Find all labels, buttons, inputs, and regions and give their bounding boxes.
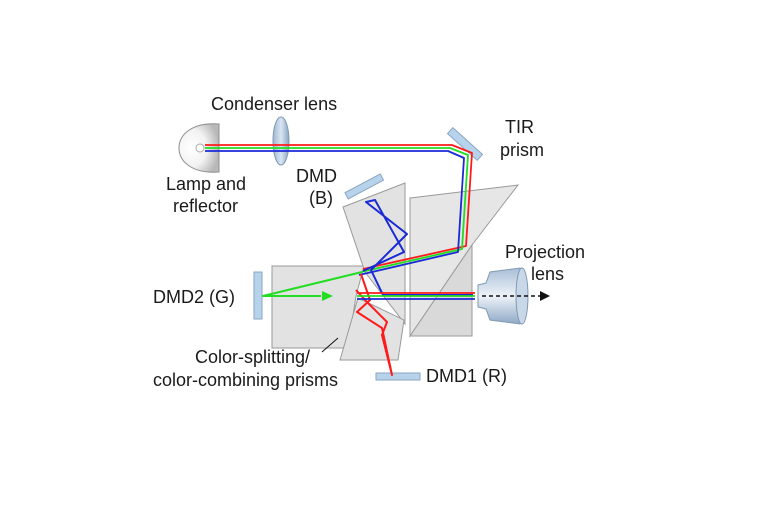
combined-output-beam xyxy=(357,292,475,300)
tir-prism-lower xyxy=(409,243,473,337)
beam-blue-line xyxy=(205,150,465,276)
dmd-b-label-line1: DMD xyxy=(296,166,337,186)
dmd2-g-chip xyxy=(253,271,263,320)
green-channel xyxy=(262,271,363,301)
beam-green-line xyxy=(205,147,469,273)
prisms-leader-line xyxy=(321,337,339,353)
green-arrowhead-icon xyxy=(322,291,333,301)
white-light-beam xyxy=(205,144,473,276)
color-prism-red xyxy=(339,297,405,361)
arrowhead-icon xyxy=(540,291,550,301)
prisms-label-line2: color-combining prisms xyxy=(153,370,338,390)
beam-red-line xyxy=(205,144,473,270)
blue-channel-ray xyxy=(362,199,473,296)
lamp-bulb-icon xyxy=(195,143,205,153)
green-channel-ray xyxy=(262,271,363,297)
dmd-b-chip xyxy=(344,173,385,200)
tir-prism-label-line2: prism xyxy=(500,140,544,160)
red-channel-ray xyxy=(355,273,393,376)
dmd1-r-label: DMD1 (R) xyxy=(426,366,507,386)
projection-lens xyxy=(477,267,529,325)
condenser-lens xyxy=(272,116,290,166)
lamp-label-line2: reflector xyxy=(173,196,238,216)
tir-prism-label-line1: TIR xyxy=(505,117,534,137)
dmd1-r-chip xyxy=(375,372,421,381)
lamp-label-line1: Lamp and xyxy=(166,174,246,194)
condenser-lens-label: Condenser lens xyxy=(211,94,337,114)
lamp-and-reflector xyxy=(178,123,220,173)
dmd2-g-label: DMD2 (G) xyxy=(153,287,235,307)
projection-lens-label-line1: Projection xyxy=(505,242,585,262)
projection-lens-label-line2: lens xyxy=(531,264,564,284)
prism-assembly xyxy=(271,182,520,361)
projected-beam-arrow xyxy=(482,291,550,301)
prisms-label-line1: Color-splitting/ xyxy=(195,347,310,367)
color-prism-blue xyxy=(342,182,406,326)
fold-mirror xyxy=(446,126,484,162)
dmd-b-label-line2: (B) xyxy=(309,188,333,208)
